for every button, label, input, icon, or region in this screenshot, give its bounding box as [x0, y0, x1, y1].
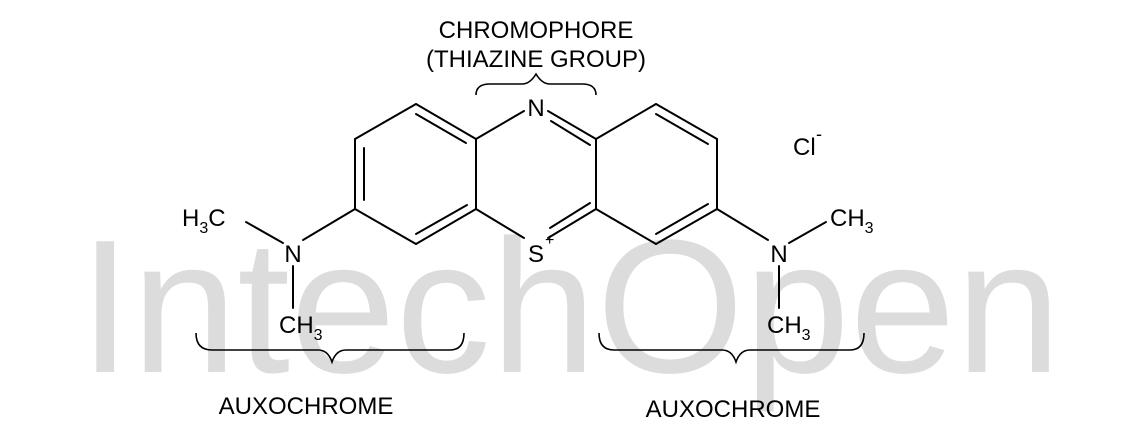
methyl-left-bottom-ch: CH [279, 312, 314, 339]
chromophore-brace [475, 72, 597, 96]
molecule-bonds [245, 103, 827, 309]
bond-r5 [595, 208, 657, 245]
methyl-right-top-sub: 3 [865, 220, 874, 237]
methyl-left-top-c: C [208, 205, 225, 232]
bond-l4 [354, 208, 417, 245]
auxochrome-right-label: AUXOCHROME [646, 396, 821, 423]
bond-n-ch3-left-top [245, 221, 284, 244]
bond-l1 [415, 103, 477, 140]
bond-l-double-1 [415, 113, 467, 144]
bond-r-double-2 [655, 203, 709, 235]
chromophore-title: CHROMOPHORE [439, 17, 634, 44]
ring-nitrogen: N [527, 95, 544, 122]
sulfur-charge: + [545, 232, 554, 249]
amine-nitrogen-right: N [770, 241, 787, 268]
watermark: IntechOpen [79, 201, 1061, 413]
sulfur-atom: S [528, 241, 544, 268]
bond-c-n-left [475, 110, 525, 140]
methyl-right-bottom-sub: 3 [802, 327, 811, 344]
bond-r2 [655, 103, 718, 140]
auxochrome-left-label: AUXOCHROME [219, 393, 394, 420]
methyl-left-top-sub: 3 [199, 220, 208, 237]
bond-r1 [595, 103, 657, 140]
auxochrome-left-brace [195, 332, 465, 365]
bond-r4 [655, 208, 718, 245]
bond-n-ch3-right-top [788, 221, 827, 244]
methyl-right-top-ch: CH [830, 205, 865, 232]
chloride-ion: Cl [793, 134, 816, 161]
auxochrome-right-brace [598, 332, 865, 365]
methyl-left-top: H3C [182, 205, 226, 237]
methyl-right-top: CH3 [830, 205, 874, 237]
bond-ring-n-right [716, 208, 769, 241]
bond-n-c-right [547, 110, 597, 140]
methyl-left-top-h: H [182, 205, 199, 232]
bond-c-s-left [475, 208, 525, 239]
bond-r-double-1 [655, 113, 709, 145]
methyl-left-bottom: CH3 [279, 312, 323, 344]
chromophore-subtitle: (THIAZINE GROUP) [426, 46, 646, 73]
bond-n-c-right-double [550, 120, 591, 146]
methyl-left-bottom-sub: 3 [314, 327, 323, 344]
bond-l3 [415, 208, 477, 245]
amine-nitrogen-left: N [284, 241, 301, 268]
bond-s-c-right [547, 208, 597, 239]
methyl-right-bottom: CH3 [767, 312, 811, 344]
bond-s-c-right-double [549, 202, 591, 229]
bond-l6 [354, 103, 417, 140]
bond-l-double-2 [415, 204, 468, 235]
chloride-charge: - [816, 124, 822, 144]
methyl-right-bottom-ch: CH [767, 312, 802, 339]
bond-ring-n-left [302, 208, 356, 241]
